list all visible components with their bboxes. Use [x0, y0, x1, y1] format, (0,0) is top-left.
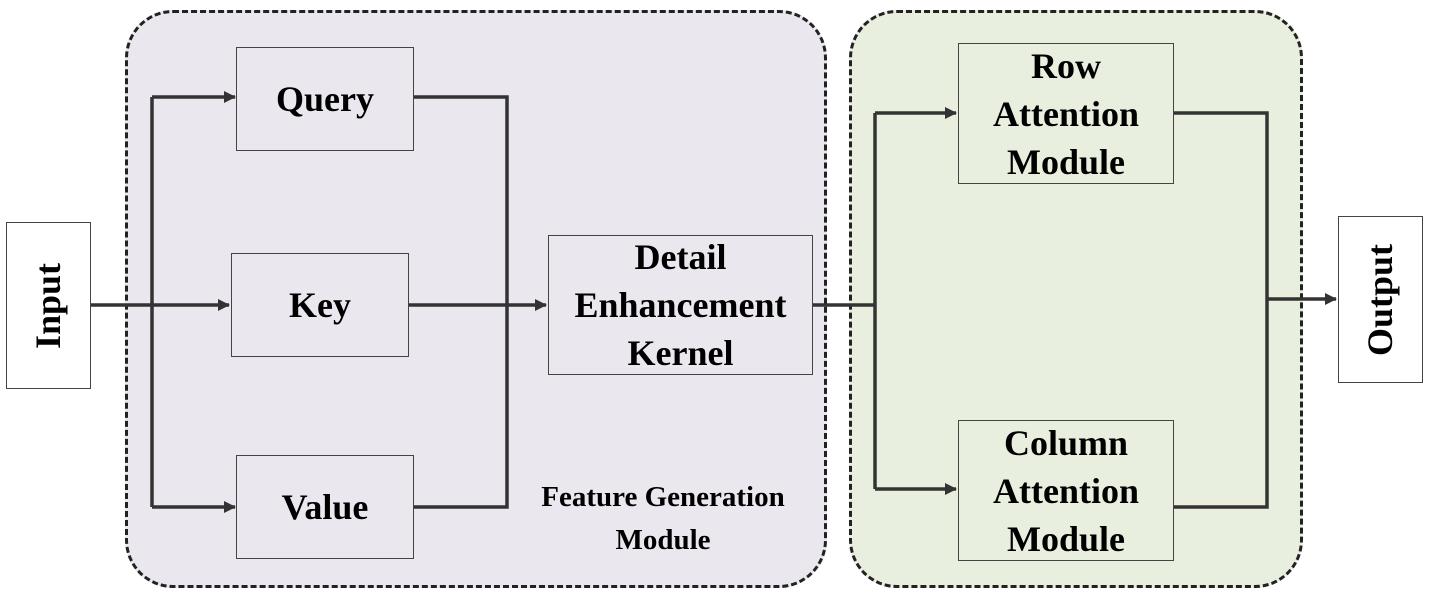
output-box: Output: [1338, 216, 1423, 383]
feature-generation-module-label: Feature Generation Module: [510, 476, 816, 562]
feature-group-label-line-1: Feature Generation: [541, 481, 785, 513]
column-attention-line-2: Attention: [993, 470, 1139, 511]
row-attention-line-1: Row: [1031, 45, 1101, 86]
value-box: Value: [236, 455, 414, 559]
kernel-label-line-2: Enhancement: [574, 285, 787, 325]
input-box: Input: [6, 222, 91, 389]
query-merge: [414, 95, 509, 509]
query-label: Query: [276, 79, 374, 119]
key-label: Key: [289, 285, 351, 325]
attention-merge: [1174, 111, 1269, 509]
output-label: Output: [1360, 243, 1401, 356]
column-attention-module-box: Column Attention Module: [958, 420, 1174, 561]
input-label: Input: [28, 262, 69, 349]
row-attention-module-box: Row Attention Module: [958, 43, 1174, 184]
query-box: Query: [236, 47, 414, 151]
feature-generation-group: [125, 10, 827, 588]
kernel-label-line-3: Kernel: [627, 333, 734, 373]
kernel-label-line-1: Detail: [634, 237, 727, 277]
column-attention-line-3: Module: [1006, 518, 1125, 559]
column-attention-line-1: Column: [1003, 422, 1129, 463]
row-attention-line-3: Module: [1006, 141, 1125, 182]
feature-group-label-line-2: Module: [615, 524, 711, 556]
key-box: Key: [231, 253, 409, 357]
attention-group: [849, 10, 1303, 588]
row-attention-line-2: Attention: [993, 93, 1139, 134]
detail-enhancement-kernel-box: Detail Enhancement Kernel: [548, 235, 813, 375]
value-label: Value: [281, 487, 369, 527]
